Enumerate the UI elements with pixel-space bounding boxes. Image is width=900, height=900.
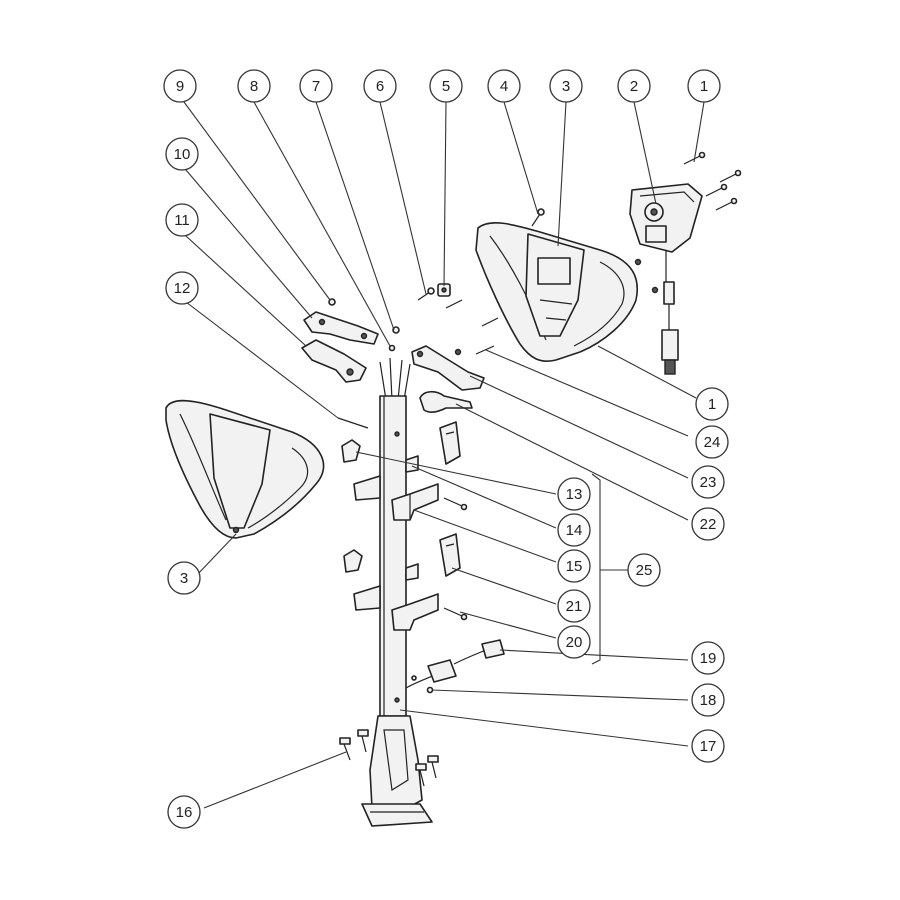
part-18-screw — [411, 675, 434, 694]
callout-6: 6 — [363, 69, 397, 103]
callout-9: 9 — [163, 69, 197, 103]
svg-text:2: 2 — [630, 78, 638, 95]
svg-text:8: 8 — [250, 78, 258, 95]
part-15-clamp-upper — [391, 483, 439, 521]
svg-text:12: 12 — [174, 280, 191, 297]
callout-13: 13 — [557, 477, 591, 511]
callout-19: 19 — [691, 641, 725, 675]
part-23-latch — [411, 345, 485, 391]
callout-16: 16 — [167, 795, 201, 829]
callout-14: 14 — [557, 513, 591, 547]
part-11-trigger — [301, 339, 367, 383]
part-3-handle-housing-lower — [165, 399, 325, 539]
callout-1-top: 1 — [687, 69, 721, 103]
callout-1-right: 1 — [695, 387, 729, 421]
callout-4: 4 — [487, 69, 521, 103]
part-2-bracket-assembly — [629, 183, 703, 375]
part-14-clamp-lower — [353, 563, 419, 611]
svg-text:11: 11 — [174, 212, 190, 229]
svg-text:10: 10 — [174, 146, 191, 163]
callout-3-left: 3 — [167, 561, 201, 595]
callout-24: 24 — [695, 425, 729, 459]
svg-text:14: 14 — [566, 522, 583, 539]
part-3-handle-housing-upper — [475, 222, 639, 362]
svg-text:7: 7 — [312, 78, 320, 95]
svg-text:23: 23 — [700, 474, 717, 491]
part-21-connector-lower — [439, 533, 461, 577]
svg-text:4: 4 — [500, 78, 508, 95]
svg-text:17: 17 — [700, 738, 717, 755]
part-13-clip-lower — [343, 549, 363, 573]
callout-3-top: 3 — [549, 69, 583, 103]
part-7-8-small-parts — [388, 326, 400, 352]
part-19-harness — [405, 639, 505, 689]
part-22-hook — [419, 390, 473, 413]
svg-text:3: 3 — [180, 570, 188, 587]
svg-text:1: 1 — [708, 396, 716, 413]
part-1-screws-top — [634, 151, 742, 294]
svg-text:24: 24 — [704, 434, 721, 451]
svg-text:1: 1 — [700, 78, 708, 95]
part-15-clamp-lower — [391, 593, 439, 631]
part-pins — [445, 299, 499, 356]
part-20-screws — [443, 497, 468, 621]
svg-text:25: 25 — [636, 562, 653, 579]
callout-18: 18 — [691, 683, 725, 717]
part-21-connector-upper — [439, 421, 461, 465]
part-4-screw — [531, 208, 545, 227]
svg-text:9: 9 — [176, 78, 184, 95]
part-wires — [379, 357, 411, 401]
callout-17: 17 — [691, 729, 725, 763]
part-6-bolt — [417, 287, 435, 301]
svg-text:3: 3 — [562, 78, 570, 95]
part-9-pin — [328, 298, 336, 306]
svg-text:15: 15 — [566, 558, 583, 575]
svg-text:5: 5 — [442, 78, 450, 95]
group-25-bracket — [591, 473, 628, 665]
callout-10: 10 — [165, 137, 199, 171]
part-16-base — [339, 715, 439, 827]
svg-text:16: 16 — [176, 804, 193, 821]
part-13-clip-upper — [341, 439, 361, 463]
callout-2: 2 — [617, 69, 651, 103]
callout-23: 23 — [691, 465, 725, 499]
callout-21: 21 — [557, 589, 591, 623]
callout-5: 5 — [429, 69, 463, 103]
svg-text:20: 20 — [566, 634, 583, 651]
callout-12: 12 — [165, 271, 199, 305]
callout-22: 22 — [691, 507, 725, 541]
part-17-main-tube — [379, 395, 407, 717]
part-12-rod — [337, 417, 369, 429]
svg-text:22: 22 — [700, 516, 717, 533]
callout-25: 25 — [627, 553, 661, 587]
callout-7: 7 — [299, 69, 333, 103]
callout-8: 8 — [237, 69, 271, 103]
svg-text:6: 6 — [376, 78, 384, 95]
svg-text:19: 19 — [700, 650, 717, 667]
leader-lines — [183, 101, 705, 809]
callout-15: 15 — [557, 549, 591, 583]
callout-11: 11 — [165, 203, 199, 237]
part-10-lever — [303, 311, 379, 345]
svg-text:13: 13 — [566, 486, 583, 503]
part-5-nut — [437, 283, 451, 297]
svg-text:21: 21 — [566, 598, 583, 615]
svg-text:18: 18 — [700, 692, 717, 709]
callout-20: 20 — [557, 625, 591, 659]
